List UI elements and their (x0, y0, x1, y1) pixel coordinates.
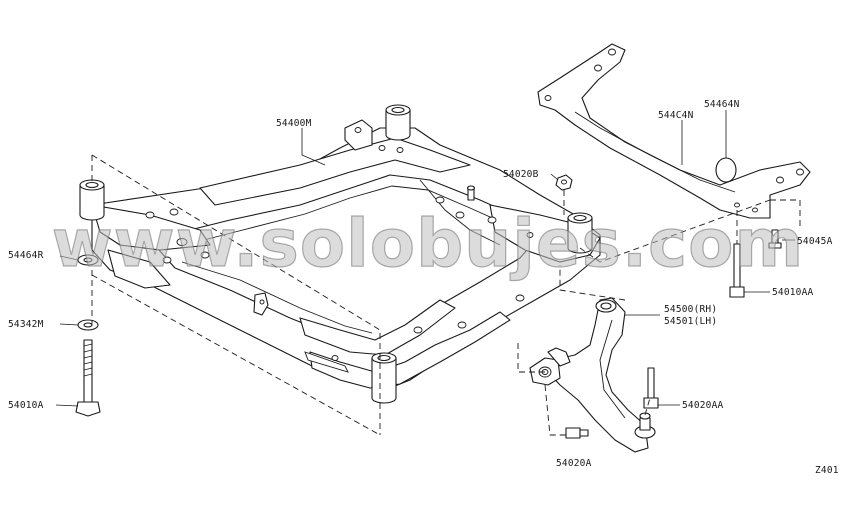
bolt-54020A (565, 427, 589, 439)
ball-joint (634, 412, 656, 439)
callout-54464R: 54464R (8, 250, 44, 261)
front-right-bushing (567, 212, 593, 254)
washer-54342M (77, 319, 99, 331)
callout-54010AA: 54010AA (772, 287, 814, 298)
rear-left-bushing (79, 179, 105, 221)
front-subframe (79, 104, 601, 404)
callout-54010A: 54010A (8, 400, 44, 411)
rear-right-bushing (385, 104, 411, 141)
callout-54045A: 54045A (797, 236, 833, 247)
callout-54500RH: 54500(RH) (664, 304, 717, 315)
stabilizer-bar (537, 43, 811, 219)
callout-54501LH: 54501(LH) (664, 316, 717, 327)
front-left-bushing (371, 352, 397, 404)
nut-54020B (555, 174, 573, 191)
callout-54342M: 54342M (8, 319, 44, 330)
callout-544C4N: 544C4N (658, 110, 694, 121)
leader-lines (55, 110, 795, 407)
callout-54020AA: 54020AA (682, 400, 724, 411)
rubber-bumper-54464N (715, 157, 737, 183)
callout-54464N: 54464N (704, 99, 740, 110)
callout-54020B: 54020B (503, 169, 539, 180)
bolt-54010A (75, 339, 101, 417)
washer-54464R (77, 254, 99, 266)
bolt-54020AA (643, 367, 659, 409)
callout-labels: 54400M 54464R 54342M 54010A 54020B 544C4… (8, 99, 839, 476)
bolt-54045A (768, 229, 782, 249)
callout-54400M: 54400M (276, 118, 312, 129)
assembly-lines (91, 154, 801, 436)
lower-control-arm (529, 297, 656, 453)
callout-54020A: 54020A (556, 458, 592, 469)
figure-code: Z401 (815, 465, 839, 476)
watermark: www.solobujes.com (52, 205, 805, 282)
